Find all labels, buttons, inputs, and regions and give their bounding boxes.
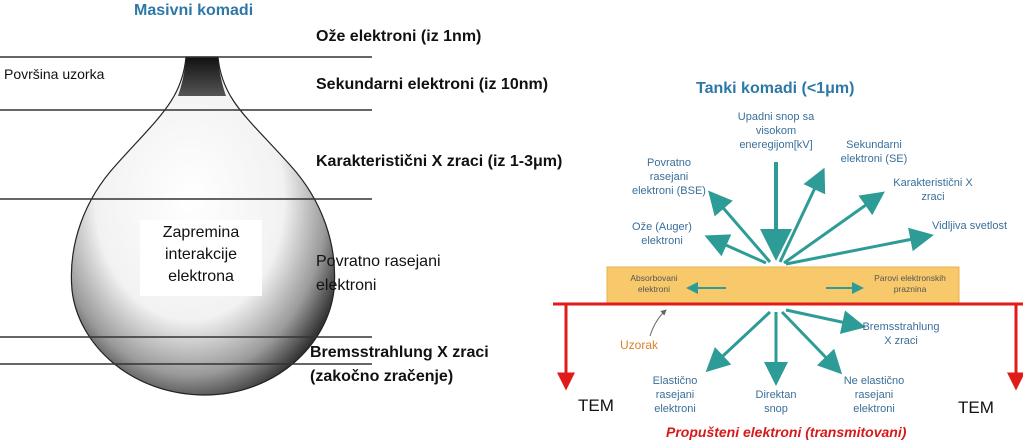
incident-beam-label: Upadni snop sa visokom eneregijom[kV] xyxy=(718,110,834,152)
bremsstrahlung-label: Bremsstrahlung X zraci (zakočno zračenje… xyxy=(310,341,489,389)
bulk-title: Masivni komadi xyxy=(134,2,254,19)
bremsstrahlung-line-2: (zakočno zračenje) xyxy=(310,368,454,385)
direct-beam-label: Direktan snop xyxy=(746,388,806,416)
se-line-1: Sekundarni xyxy=(846,139,902,151)
interaction-volume-line-1: Zapremina xyxy=(162,224,240,241)
pairs-label: Parovi elektronskih praznina xyxy=(866,273,954,295)
bremsstrahlung-line-1: Bremsstrahlung X zraci xyxy=(310,344,489,361)
auger-level-label: Ože elektroni (iz 1nm) xyxy=(316,28,482,45)
auger-thin-label: Ože (Auger) elektroni xyxy=(622,220,702,248)
inelastic-arrow xyxy=(780,310,843,375)
elastic-line-1: Elastično xyxy=(652,375,698,387)
pairs-line-1: Parovi elektronskih xyxy=(874,273,946,283)
transmitted-label: Propušteni elektroni (transmitovani) xyxy=(666,424,907,440)
tem-left-label: TEM xyxy=(578,396,614,415)
brems-thin-label: Bremsstrahlung X zraci xyxy=(862,320,940,348)
thin-title: Tanki komadi (<1μm) xyxy=(696,80,855,97)
xray-arrow xyxy=(783,191,885,265)
visible-light-label: Vidljiva svetlost xyxy=(932,220,1007,232)
backscattered-label: Povratno rasejani elektroni xyxy=(316,250,441,298)
bse-arrow xyxy=(708,190,772,263)
tem-right-label: TEM xyxy=(958,398,994,417)
bse-line-3: elektroni (BSE) xyxy=(632,185,706,197)
elastic-line-3: elektroni xyxy=(654,403,696,415)
inelastic-label: Ne elastično rasejani elektroni xyxy=(834,374,914,416)
inelastic-line-1: Ne elastično xyxy=(843,375,905,387)
inelastic-line-2: rasejani xyxy=(854,389,894,401)
absorbed-line-2: elektroni xyxy=(637,284,671,294)
interaction-volume-line-3: elektrona xyxy=(168,268,234,285)
brems-thin-line-1: Bremsstrahlung xyxy=(862,321,940,333)
auger-thin-line-1: Ože (Auger) xyxy=(632,221,692,233)
incident-beam-line-2: visokom xyxy=(755,125,797,137)
se-line-2: elektroni (SE) xyxy=(840,153,908,165)
bse-line-1: Povratno xyxy=(646,157,692,169)
xray-thin-line-2: zraci xyxy=(921,191,945,203)
drop-neck xyxy=(178,57,226,96)
surface-label: Površina uzorka xyxy=(4,66,105,82)
incident-beam-line-1: Upadni snop sa xyxy=(737,111,815,123)
se-arrow xyxy=(778,167,826,263)
sample-pointer xyxy=(649,309,667,337)
elastic-line-2: rasejani xyxy=(655,389,695,401)
sample-label: Uzorak xyxy=(620,338,659,352)
auger-arrow xyxy=(704,234,767,265)
backscattered-line-2: elektroni xyxy=(316,277,377,294)
direct-line-1: Direktan xyxy=(755,389,797,401)
auger-thin-line-2: elektroni xyxy=(641,235,683,247)
light-arrow xyxy=(785,227,934,266)
thin-sample xyxy=(606,266,960,304)
backscattered-line-1: Povratno rasejani xyxy=(316,253,441,270)
se-label: Sekundarni elektroni (SE) xyxy=(826,138,922,166)
thin-diagram xyxy=(553,162,1023,391)
interaction-volume-label: Zapremina interakcije elektrona xyxy=(140,220,262,296)
inelastic-line-3: elektroni xyxy=(853,403,895,415)
incident-beam-line-3: eneregijom[kV] xyxy=(739,139,813,151)
absorbed-line-1: Absorbovani xyxy=(630,273,678,283)
se-level-label: Sekundarni elektroni (iz 10nm) xyxy=(316,76,549,93)
bse-line-2: rasejani xyxy=(649,171,689,183)
brems-thin-line-2: X zraci xyxy=(884,335,918,347)
direct-line-2: snop xyxy=(764,403,788,415)
xray-level-label: Karakteristični X zraci (iz 1-3μm) xyxy=(316,153,563,170)
brems-arrow xyxy=(785,308,866,334)
interaction-volume-line-2: interakcije xyxy=(164,246,238,263)
absorbed-label: Absorbovani elektroni xyxy=(618,273,690,295)
pairs-line-2: praznina xyxy=(893,284,927,294)
bse-label: Povratno rasejani elektroni (BSE) xyxy=(616,156,722,198)
xray-thin-label: Karakteristični X zraci xyxy=(876,176,990,204)
xray-thin-line-1: Karakteristični X xyxy=(893,177,973,189)
elastic-arrow xyxy=(705,310,772,373)
elastic-label: Elastično rasejani elektroni xyxy=(640,374,710,416)
